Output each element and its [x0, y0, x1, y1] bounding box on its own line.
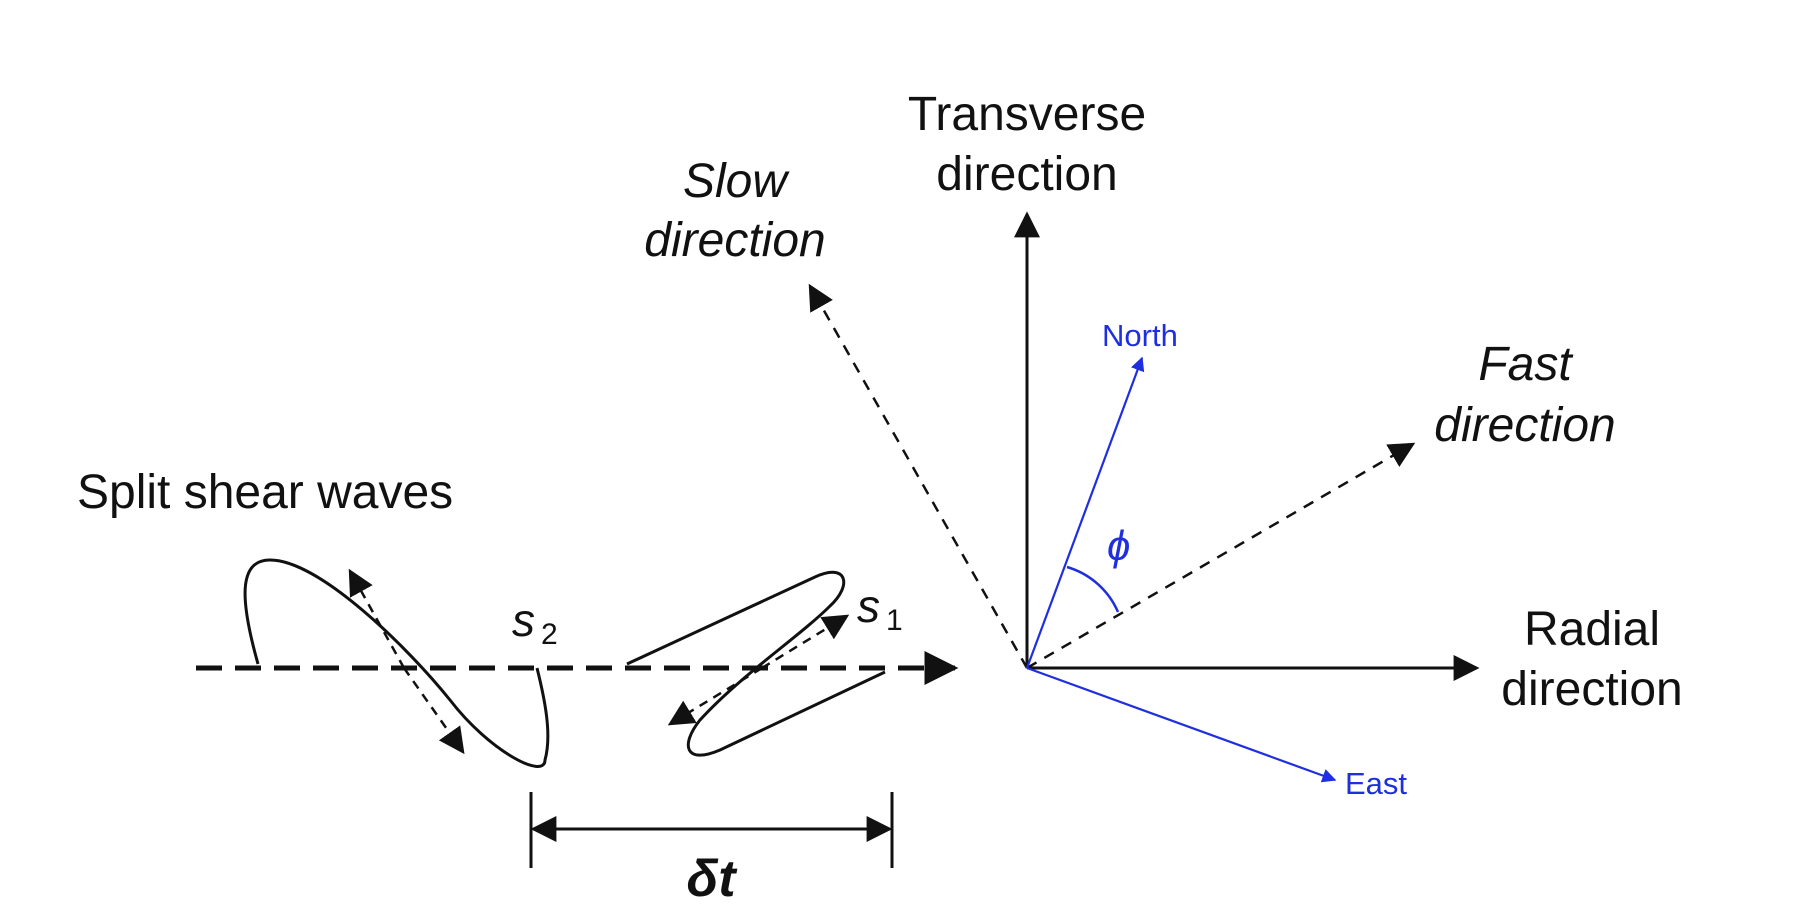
fast-direction-arrow: [1026, 442, 1416, 670]
delay-time-label: δt: [686, 850, 738, 908]
slow-label-line1: Slow: [683, 155, 790, 208]
s2-wave-loop: [243, 558, 550, 768]
s2-polarization-arrow-up: [348, 568, 406, 669]
slow-label-line2: direction: [644, 214, 825, 267]
radial-label-line1: Radial: [1524, 603, 1660, 656]
s2-label-letter: s: [512, 594, 535, 646]
fast-label-line1: Fast: [1478, 338, 1573, 391]
s2-polarization-arrow-down: [402, 667, 465, 755]
s1-wave-loop: [626, 570, 886, 757]
east-arrow: [1026, 666, 1337, 783]
split-shear-waves-label: Split shear waves: [77, 466, 453, 519]
s1-polarization-arrow-down: [667, 666, 763, 726]
radial-label-line2: direction: [1501, 663, 1682, 716]
phi-angle-arc: [1066, 565, 1120, 613]
transverse-label-line2: direction: [936, 148, 1117, 201]
s1-label-letter: s: [857, 580, 880, 632]
east-label: East: [1345, 766, 1407, 801]
slow-direction-arrow: [808, 283, 1029, 669]
fast-label-line2: direction: [1434, 399, 1615, 452]
transverse-label-line1: Transverse: [908, 88, 1146, 141]
s1-label-subscript: 1: [886, 604, 903, 637]
s1-polarization-arrow-up: [761, 614, 850, 670]
phi-label: ϕ: [1107, 522, 1130, 569]
north-arrow: [1025, 356, 1145, 669]
north-label: North: [1102, 318, 1178, 353]
s2-label-subscript: 2: [541, 618, 558, 651]
